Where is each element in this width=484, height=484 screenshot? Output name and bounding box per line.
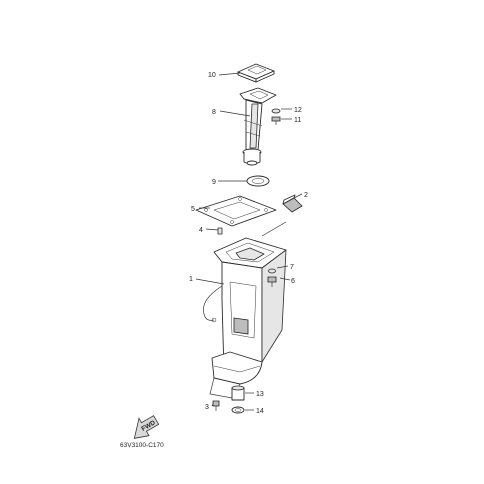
callout-8: 8 [212,109,216,116]
part-2-seal [282,194,303,213]
callout-7: 7 [290,264,294,271]
callout-1: 1 [189,276,193,283]
callout-13: 13 [256,391,264,398]
callout-5: 5 [191,206,195,213]
callout-9: 9 [212,179,216,186]
callout-6: 6 [291,278,295,285]
fwd-arrow-icon: FWD [133,415,160,439]
leader-lines [195,72,303,411]
part-14-o-ring [231,406,245,414]
callout-11: 11 [294,117,301,124]
callout-3: 3 [205,404,209,411]
part-6-bolt [267,276,277,287]
callouts: 10 12 8 11 9 2 5 4 7 1 6 13 3 14 [189,72,308,415]
callout-4: 4 [199,227,203,234]
diagram-code: 63V3100-C170 [120,442,164,449]
part-12-washer [271,108,281,114]
part-4-dowel-pin [217,227,223,235]
callout-14: 14 [256,408,264,415]
part-8-exhaust-tube [239,87,277,166]
part-3-bolt [212,400,220,411]
part-13-bushing [231,385,245,401]
part-10-cover-plate [237,63,275,83]
part-7-washer [268,268,276,274]
part-9-gasket [246,175,270,187]
part-5-gasket-plate [195,195,277,227]
part-1-upper-casing [203,237,287,399]
callout-12: 12 [294,107,302,114]
callout-10: 10 [208,72,216,79]
part-11-bolt [271,116,281,125]
callout-2: 2 [304,192,308,199]
